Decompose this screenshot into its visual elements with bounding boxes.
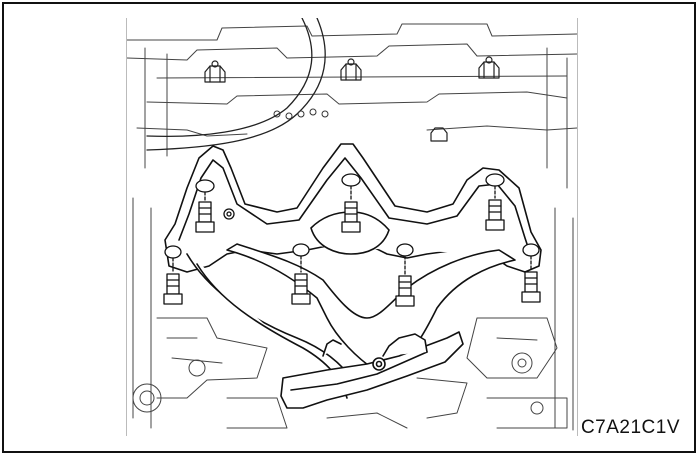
stud — [223, 208, 235, 220]
manifold-bolts — [163, 173, 541, 307]
hose — [146, 18, 326, 151]
bolt-2 — [341, 173, 361, 233]
figure-frame — [2, 2, 696, 453]
bolt-6 — [395, 243, 415, 307]
bolt-7 — [521, 243, 541, 303]
figure-code: C7A21C1V — [580, 417, 680, 438]
bolt-5 — [291, 243, 311, 305]
bolt-3 — [485, 173, 505, 231]
bolt-1 — [195, 179, 215, 233]
exhaust-manifold-diagram — [127, 18, 577, 431]
illustration-area — [126, 18, 578, 436]
collector-flange — [280, 331, 464, 409]
valve-cover-nuts — [204, 56, 500, 142]
bolt-4 — [163, 245, 183, 305]
engine-block-background — [127, 23, 577, 431]
block-holes — [273, 108, 329, 120]
